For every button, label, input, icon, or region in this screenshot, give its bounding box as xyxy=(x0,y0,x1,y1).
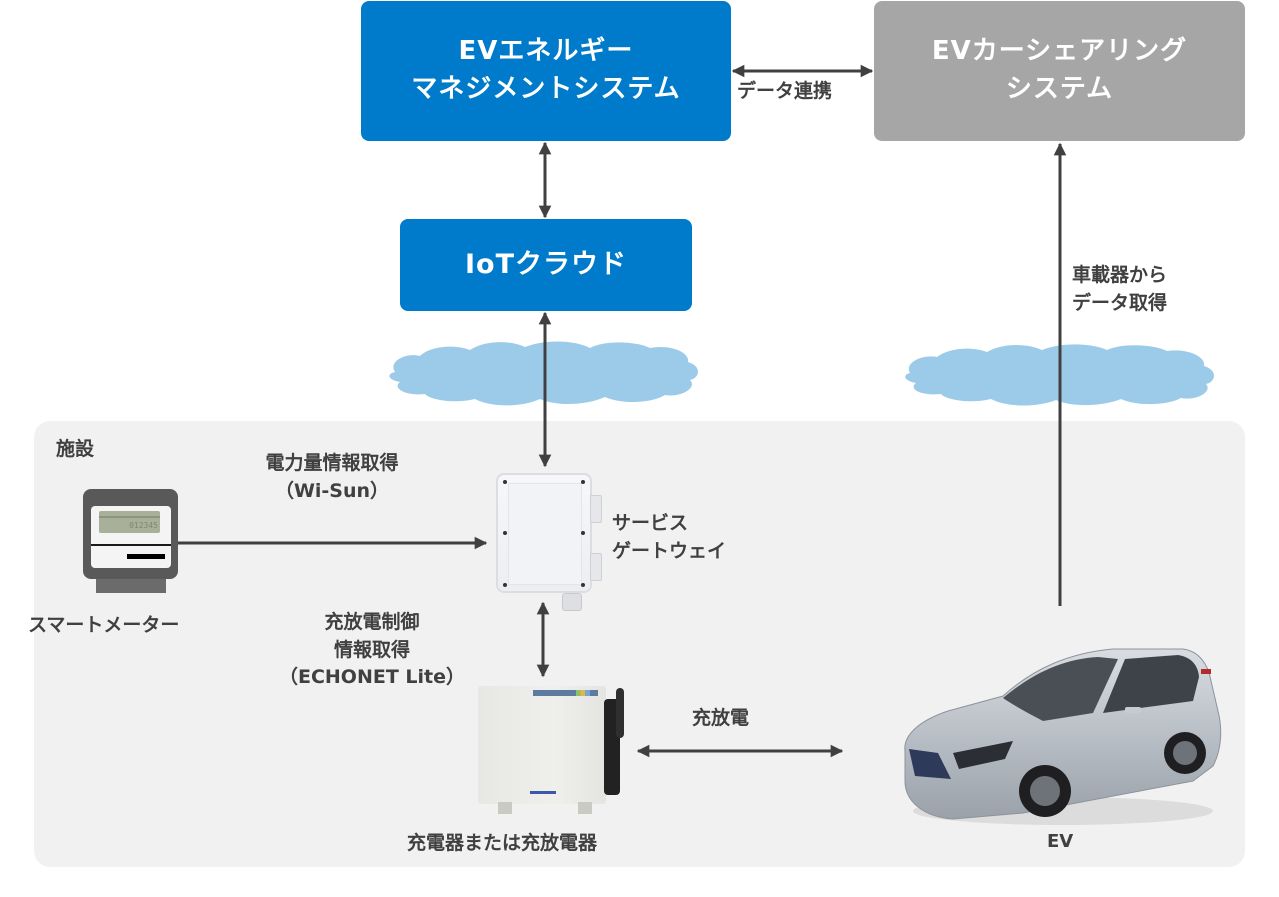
gateway-latch xyxy=(590,495,602,523)
gateway-enclosure xyxy=(496,473,592,593)
charger-logo xyxy=(530,791,556,794)
ems-node[interactable]: EVエネルギー マネジメントシステム xyxy=(361,1,731,141)
iot-cloud-label: IoTクラウド xyxy=(464,249,627,281)
gateway-screw xyxy=(581,531,585,535)
smart-meter-label: スマートメーター xyxy=(28,614,180,636)
meter-base xyxy=(96,579,166,593)
car-sharing-label: EVカーシェアリング システム xyxy=(931,36,1188,104)
gateway-screw xyxy=(581,480,585,484)
car-grille xyxy=(909,749,951,779)
gateway-screw xyxy=(581,583,585,587)
charger-icon[interactable] xyxy=(478,684,638,814)
charger-indicator-lights xyxy=(576,690,590,696)
ev-label: EV xyxy=(1047,831,1074,852)
charger-control-panel xyxy=(533,690,598,696)
gateway-cover xyxy=(508,483,582,585)
car-side-window xyxy=(1103,655,1199,713)
ev-car-icon[interactable] xyxy=(893,641,1228,826)
car-taillight xyxy=(1201,669,1211,674)
meter-body: 012345 xyxy=(83,489,178,579)
car-front-rim xyxy=(1030,776,1060,806)
car-headlight xyxy=(953,741,1013,769)
edge-label-echonet: 充放電制御 情報取得 （ECHONET Lite） xyxy=(278,611,466,689)
charger-connector xyxy=(616,688,624,738)
edge-label-charge-discharge: 充放電 xyxy=(692,707,750,729)
charger-foot xyxy=(578,802,592,814)
car-mirror xyxy=(1125,707,1141,713)
car-rear-rim xyxy=(1173,741,1197,765)
service-gateway-icon[interactable] xyxy=(494,473,604,613)
ems-label: EVエネルギー マネジメントシステム xyxy=(411,36,681,104)
charger-body xyxy=(478,686,606,804)
edge-label-wisun: 電力量情報取得 （Wi-Sun） xyxy=(265,452,399,502)
facility-label: 施設 xyxy=(56,438,95,460)
car-windshield xyxy=(1003,657,1118,721)
service-gateway-label: サービス ゲートウェイ xyxy=(612,512,727,562)
charger-label: 充電器または充放電器 xyxy=(407,832,598,854)
meter-lcd-display: 012345 xyxy=(99,511,160,533)
edge-label-vehicle-data: 車載器から データ取得 xyxy=(1072,264,1168,314)
gateway-cable-gland xyxy=(562,593,582,611)
edge-label-data-link: データ連携 xyxy=(737,80,833,102)
meter-divider xyxy=(91,544,171,546)
meter-face: 012345 xyxy=(91,506,171,568)
gateway-screw xyxy=(503,531,507,535)
gateway-screw xyxy=(503,480,507,484)
charger-foot xyxy=(498,802,512,814)
meter-slot xyxy=(127,554,165,559)
car-sharing-node[interactable]: EVカーシェアリング システム xyxy=(874,1,1245,141)
smart-meter-icon[interactable]: 012345 xyxy=(83,489,178,593)
gateway-screw xyxy=(503,583,507,587)
gateway-latch xyxy=(590,553,602,581)
iot-cloud-node[interactable]: IoTクラウド xyxy=(400,219,692,311)
